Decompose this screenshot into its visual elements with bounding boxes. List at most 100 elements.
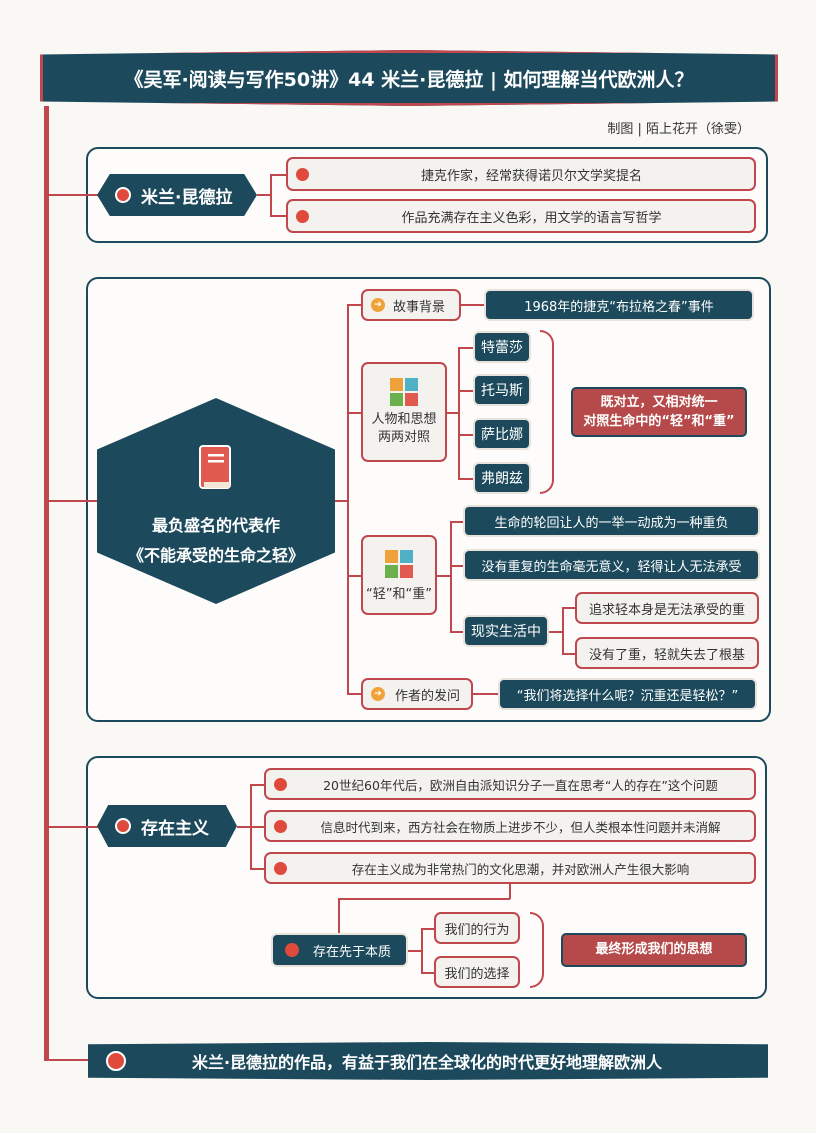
connector	[270, 174, 272, 216]
dot-icon	[296, 167, 309, 181]
connector	[49, 500, 99, 502]
connector	[549, 631, 563, 633]
connector	[49, 826, 99, 828]
connector	[458, 434, 474, 436]
connector	[408, 950, 422, 952]
dot-icon	[274, 861, 287, 875]
list-item: 20世纪60年代后，欧洲自由派知识分子一直在思考“人的存在”这个问题	[264, 768, 756, 800]
connector	[347, 693, 362, 695]
list-item: 信息时代到来，西方社会在物质上进步不少，但人类根本性问题并未消解	[264, 810, 756, 842]
connector	[458, 347, 474, 349]
bracket	[530, 912, 544, 988]
connector	[562, 653, 576, 655]
connector	[421, 928, 435, 930]
lightheavy-label: “轻”和“重”	[366, 586, 432, 602]
item-text: 信息时代到来，西方社会在物质上进步不少，但人类根本性问题并未消解	[320, 819, 721, 835]
connector	[250, 868, 265, 870]
puzzle-icon	[390, 377, 418, 406]
characters-label-1: 人物和思想	[371, 411, 437, 427]
connector	[450, 565, 464, 567]
question-label: 作者的发问	[395, 688, 461, 704]
essence-item: 我们的选择	[434, 956, 520, 988]
item-text: 20世纪60年代后，欧洲自由派知识分子一直在思考“人的存在”这个问题	[323, 777, 718, 793]
item-text: 存在主义成为非常热门的文化思潮，并对欧洲人产生很大影响	[351, 861, 690, 877]
section-2-label-2: 《不能承受的生命之轻》	[127, 546, 304, 565]
background-label: 故事背景	[393, 299, 446, 315]
arrow-circle-icon: ➔	[371, 687, 385, 701]
connector	[450, 631, 464, 633]
title-text: 《吴军·阅读与写作50讲》44 米兰·昆德拉 | 如何理解当代欧洲人？	[124, 68, 694, 91]
connector	[270, 174, 287, 176]
essence-node[interactable]: 存在先于本质	[271, 933, 408, 967]
conclusion-text: 米兰·昆德拉的作品，有益于我们在全球化的时代更好地理解欧洲人	[191, 1053, 663, 1072]
connector	[461, 304, 485, 306]
connector	[338, 898, 510, 900]
connector	[347, 575, 362, 577]
section-1-label: 米兰·昆德拉	[141, 187, 233, 208]
connector	[562, 607, 576, 609]
dot-icon	[115, 187, 131, 203]
essence-label: 存在先于本质	[313, 944, 392, 960]
connector	[437, 575, 451, 577]
connector	[237, 826, 251, 828]
connector	[458, 390, 474, 392]
trunk-line	[44, 106, 49, 1061]
puzzle-icon	[385, 549, 413, 578]
connector	[250, 826, 265, 828]
list-item: 作品充满存在主义色彩，用文学的语言写哲学	[286, 199, 756, 233]
essence-item: 我们的行为	[434, 912, 520, 944]
lightheavy-node[interactable]: “轻”和“重”	[361, 535, 437, 615]
characters-label-2: 两两对照	[377, 430, 430, 445]
list-item: 捷克作家，经常获得诺贝尔文学奖提名	[286, 157, 756, 191]
book-icon	[199, 445, 231, 489]
connector	[49, 194, 99, 196]
character-box: 萨比娜	[473, 418, 531, 450]
question-value: “我们将选择什么呢？沉重还是轻松？”	[498, 678, 757, 710]
dot-icon	[296, 209, 309, 223]
connector	[49, 1059, 89, 1061]
character-box: 特蕾莎	[473, 331, 531, 363]
connector	[270, 215, 287, 217]
item-text: 作品充满存在主义色彩，用文学的语言写哲学	[401, 210, 662, 226]
connector	[421, 972, 435, 974]
connector	[257, 194, 271, 196]
dot-icon	[274, 819, 287, 833]
background-node[interactable]: ➔ 故事背景	[361, 289, 461, 321]
connector	[347, 412, 362, 414]
dot-icon	[285, 943, 299, 957]
conclusion-bar: 米兰·昆德拉的作品，有益于我们在全球化的时代更好地理解欧洲人	[88, 1042, 768, 1080]
lightheavy-item: 生命的轮回让人的一举一动成为一种重负	[463, 505, 760, 537]
section-1-node[interactable]: 米兰·昆德拉	[97, 174, 257, 216]
reality-item: 没有了重，轻就失去了根基	[575, 637, 759, 669]
reality-item: 追求轻本身是无法承受的重	[575, 592, 759, 624]
connector	[421, 928, 423, 973]
connector	[458, 347, 460, 478]
connector	[347, 304, 362, 306]
arrow-circle-icon: ➔	[371, 298, 385, 312]
background-value: 1968年的捷克“布拉格之春”事件	[484, 289, 754, 321]
section-3-node[interactable]: 存在主义	[97, 805, 237, 847]
section-2-label-1: 最负盛名的代表作	[151, 516, 280, 535]
connector	[458, 478, 474, 480]
credit: 制图 | 陌上花开（徐雯）	[607, 122, 750, 137]
item-text: 捷克作家，经常获得诺贝尔文学奖提名	[420, 168, 642, 184]
connector	[250, 784, 265, 786]
dot-icon	[274, 777, 287, 791]
character-box: 托马斯	[473, 374, 531, 406]
connector	[338, 898, 340, 934]
lightheavy-item: 没有重复的生命毫无意义，轻得让人无法承受	[463, 549, 760, 581]
summary-line-2: 对照生命中的“轻”和“重”	[583, 414, 735, 429]
connector	[450, 521, 452, 632]
connector	[473, 693, 499, 695]
section-3-label: 存在主义	[141, 818, 209, 839]
connector	[562, 607, 564, 654]
question-node[interactable]: ➔ 作者的发问	[361, 678, 473, 710]
essence-result: 最终形成我们的思想	[561, 933, 747, 967]
connector	[447, 412, 459, 414]
characters-node[interactable]: 人物和思想 两两对照	[361, 362, 447, 462]
characters-summary: 既对立，又相对统一 对照生命中的“轻”和“重”	[571, 387, 747, 437]
reality-node[interactable]: 现实生活中	[463, 615, 549, 647]
list-item: 存在主义成为非常热门的文化思潮，并对欧洲人产生很大影响	[264, 852, 756, 884]
summary-line-1: 既对立，又相对统一	[600, 394, 718, 410]
bracket	[540, 330, 554, 494]
